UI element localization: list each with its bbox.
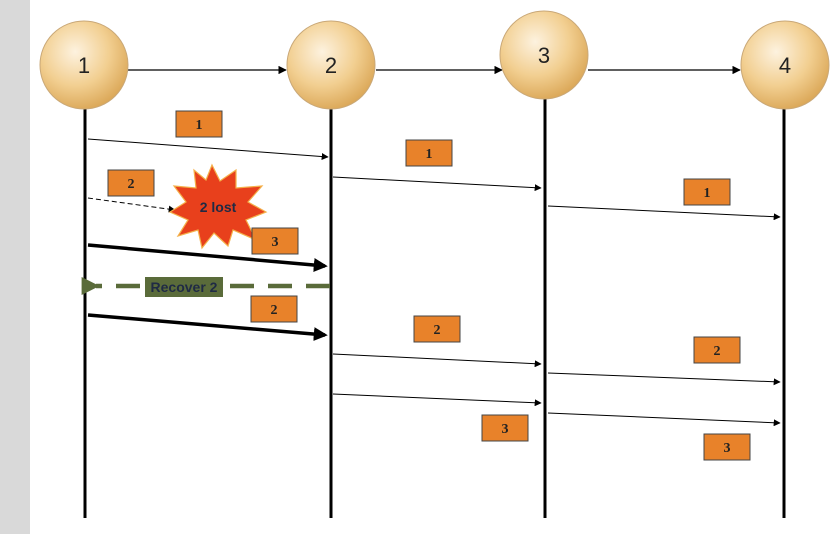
node-2-label: 2 (325, 53, 337, 78)
packet-box: 1 (683, 178, 731, 206)
msg-3-node3-to-node4 (547, 412, 781, 427)
packet-box: 2 (413, 315, 461, 343)
packet-label: 3 (272, 235, 279, 250)
node-4: 4 (740, 20, 830, 110)
msg-3-node1-to-node2 (87, 243, 328, 272)
node-1: 1 (39, 20, 129, 110)
packet-label: 2 (714, 344, 721, 359)
node-2: 2 (286, 20, 376, 110)
packet-box: 2 (250, 295, 298, 323)
packet-box: 2 (107, 169, 155, 197)
msg-2-lost (87, 197, 176, 213)
packet-box: 1 (405, 139, 453, 167)
msg-1-node2-to-node3 (332, 176, 542, 192)
packet-box: 3 (703, 433, 751, 461)
packet-label: 3 (502, 422, 509, 437)
left-sidebar (0, 0, 30, 534)
packet-label: 1 (704, 186, 711, 201)
packet-box: 3 (251, 227, 299, 255)
msg-2-node3-to-node4 (547, 372, 781, 386)
msg-3-node2-to-node3 (332, 393, 542, 407)
node-3-label: 3 (538, 43, 550, 68)
recover-label: Recover 2 (151, 279, 218, 295)
packet-label: 2 (128, 177, 135, 192)
lost-burst: 2 lost (168, 163, 268, 250)
msg-2-node1-to-node2 (87, 313, 328, 342)
packet-box: 3 (481, 414, 529, 442)
packet-box: 2 (693, 336, 741, 364)
node-4-label: 4 (779, 53, 791, 78)
packet-label: 1 (426, 147, 433, 162)
packet-boxes: 1 1 2 1 3 2 2 2 (107, 110, 751, 461)
explosion-icon (168, 163, 268, 250)
packet-box: 1 (175, 110, 223, 138)
packet-label: 3 (724, 441, 731, 456)
msg-1-node1-to-node2 (87, 138, 329, 161)
recover-label-bg (145, 277, 223, 297)
lost-label: 2 lost (200, 199, 237, 215)
recover-note: Recover 2 (145, 277, 223, 297)
packet-label: 2 (271, 303, 278, 318)
node-1-label: 1 (78, 53, 90, 78)
packet-label: 1 (196, 118, 203, 133)
msg-2-node2-to-node3 (332, 353, 542, 368)
packet-label: 2 (434, 323, 441, 338)
node-3: 3 (499, 10, 589, 100)
lifelines (83, 98, 786, 518)
msg-1-node3-to-node4 (547, 205, 781, 221)
